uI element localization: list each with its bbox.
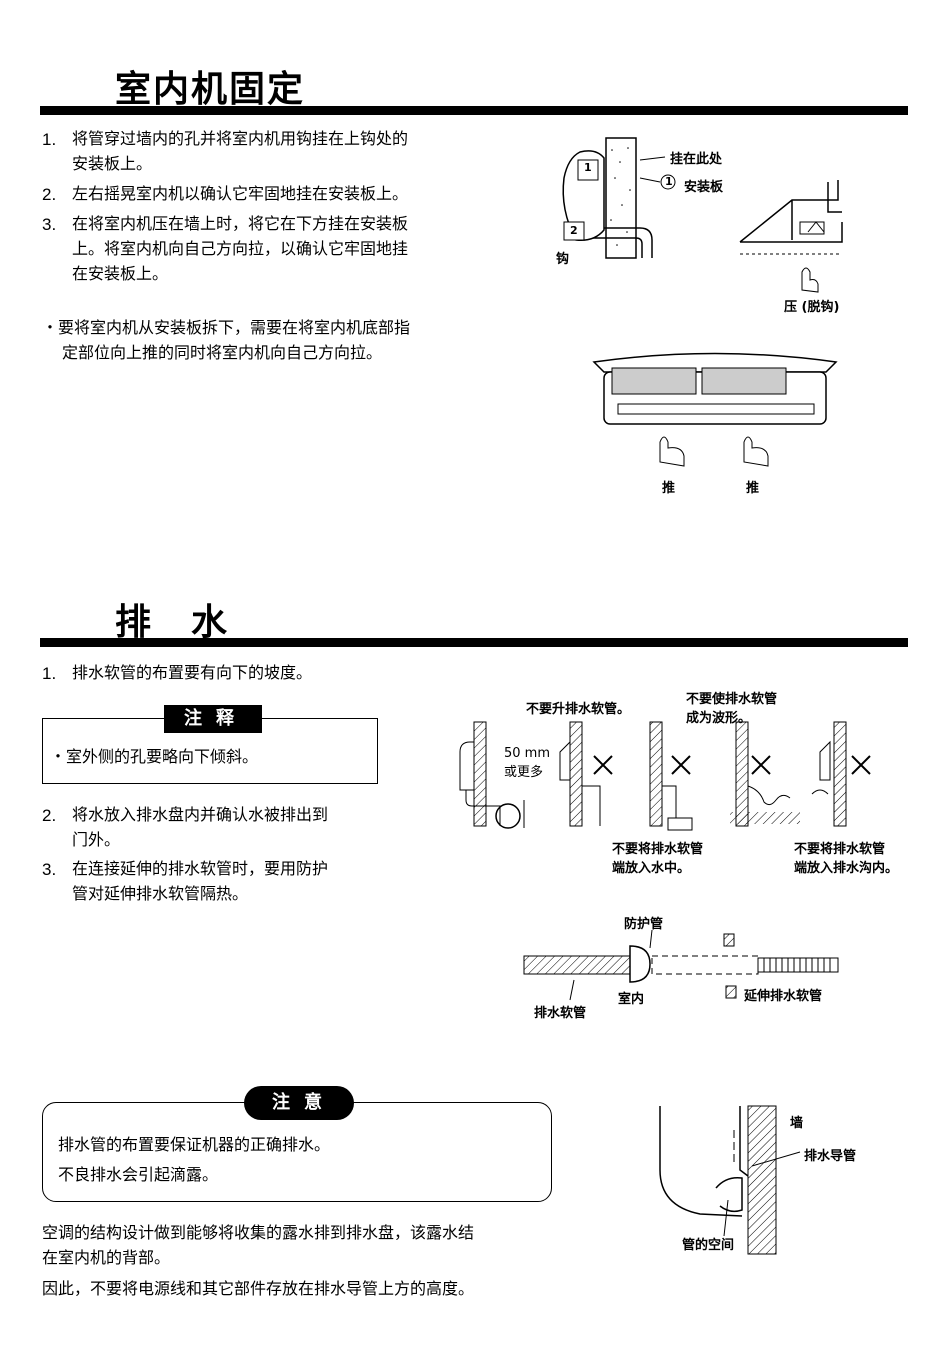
label-line: 不要将排水软管 — [612, 842, 704, 857]
step-2: 2. 左右摇晃室内机以确认它牢固地挂在安装板上。 — [42, 181, 482, 208]
section-title-drainage: 排 水 — [115, 602, 230, 643]
note-text: ・室外侧的孔要略向下倾斜。 — [50, 747, 259, 766]
step-text: 安装板上。 — [72, 154, 153, 173]
note-line: 定部位向上推的同时将室内机向自己方向拉。 — [62, 343, 383, 362]
step-3: 3. 在将室内机压在墙上时，将它在下方挂在安装板 上。将室内机向自己方向拉，以确… — [42, 211, 482, 286]
step-list: 1. 将管穿过墙内的孔并将室内机用钩挂在上钩处的 安装板上。 2. 左右摇晃室内… — [42, 126, 482, 286]
paragraph-line: 空调的结构设计做到能够将收集的露水排到排水盘，该露水结 — [42, 1223, 475, 1242]
label-line: 或更多 — [504, 765, 544, 780]
label-push-right: 推 — [746, 481, 760, 496]
label-line: 不要使排水软管 — [686, 692, 778, 707]
label-no-ditch: 不要将排水软管 端放入排水沟内。 — [794, 838, 898, 876]
section-rule — [40, 638, 908, 647]
step-number: 1. — [42, 130, 57, 149]
step-number: 2. — [42, 806, 57, 825]
label-no-wave: 不要使排水软管 成为波形。 — [686, 688, 777, 726]
caution-line: 排水管的布置要保证机器的正确排水。 — [58, 1135, 331, 1154]
label-protect-pipe: 防护管 — [624, 917, 664, 932]
push-hand-icon-right — [743, 436, 769, 467]
label-step-1: 1 — [584, 161, 592, 174]
label-circle-1: 1 — [665, 175, 673, 188]
section-rule — [40, 106, 908, 115]
caution-tag: 注意 — [244, 1086, 354, 1120]
label-indoor: 室内 — [618, 992, 645, 1007]
indoor-unit-front — [592, 352, 838, 373]
step-text: 左右摇晃室内机以确认它牢固地挂在安装板上。 — [72, 184, 409, 203]
wall-texture — [610, 147, 631, 246]
label-line: 端放入水中。 — [612, 861, 691, 876]
label-ext-hose: 延伸排水软管 — [744, 989, 823, 1004]
label-drain-guide: 排水导管 — [804, 1149, 857, 1164]
label-push-left: 推 — [662, 481, 676, 496]
step-text: 门外。 — [72, 830, 121, 849]
install-plate-detail — [739, 180, 843, 243]
label-press: 压 (脱钩) — [784, 300, 840, 315]
label-drain-hose: 排水软管 — [534, 1006, 587, 1021]
label-line: 50 mm — [504, 746, 551, 761]
step-text: 排水软管的布置要有向下的坡度。 — [72, 663, 313, 682]
label-no-water: 不要将排水软管 端放入水中。 — [612, 838, 703, 876]
x-mark — [671, 755, 691, 775]
label-line: 端放入排水沟内。 — [794, 861, 899, 876]
x-mark — [593, 755, 613, 775]
note-line: ・要将室内机从安装板拆下，需要在将室内机底部指 — [42, 318, 411, 337]
label-line: 成为波形。 — [686, 711, 752, 726]
label-wall: 墙 — [790, 1116, 804, 1131]
step-text: 管对延伸排水软管隔热。 — [72, 884, 249, 903]
paragraph-line: 在室内机的背部。 — [42, 1248, 171, 1267]
label-install-plate: 安装板 — [684, 180, 724, 195]
note-tag: 注释 — [164, 705, 262, 733]
filter-right — [701, 367, 787, 395]
x-mark — [751, 755, 771, 775]
label-hook: 钩 — [556, 252, 570, 267]
label-pipe-space: 管的空间 — [682, 1238, 735, 1253]
bottom-paragraph: 空调的结构设计做到能够将收集的露水排到排水盘，该露水结 在室内机的背部。 因此，… — [42, 1220, 562, 1301]
label-step-2: 2 — [570, 224, 578, 237]
paragraph-line: 因此，不要将电源线和其它部件存放在排水导管上方的高度。 — [42, 1279, 475, 1298]
indoor-unit-side — [659, 1106, 743, 1217]
step-text: 上。将室内机向自己方向拉，以确认它牢固地挂 — [72, 239, 409, 258]
label-hang-here: 挂在此处 — [670, 152, 723, 167]
label-line: 不要将排水软管 — [794, 842, 886, 857]
step-number: 3. — [42, 860, 57, 879]
filter-left — [611, 367, 697, 395]
wall-section — [747, 1105, 777, 1255]
step-number: 1. — [42, 664, 57, 683]
step-text: 将管穿过墙内的孔并将室内机用钩挂在上钩处的 — [72, 129, 409, 148]
step-text: 在安装板上。 — [72, 264, 169, 283]
figure-hang-unit — [562, 137, 843, 467]
caution-line: 不良排水会引起滴露。 — [58, 1165, 219, 1184]
step-text: 在将室内机压在墙上时，将它在下方挂在安装板 — [72, 214, 409, 233]
x-mark — [851, 755, 871, 775]
step-number: 2. — [42, 185, 57, 204]
step-number: 3. — [42, 215, 57, 234]
label-50mm: 50 mm 或更多 — [504, 746, 550, 780]
label-no-raise: 不要升排水软管。 — [526, 702, 631, 717]
section-title-indoor-fixing: 室内机固定 — [115, 69, 306, 110]
push-hand-icon-left — [659, 436, 685, 467]
step-text: 将水放入排水盘内并确认水被排出到 — [72, 805, 329, 824]
removal-note: ・要将室内机从安装板拆下，需要在将室内机底部指 定部位向上推的同时将室内机向自己… — [42, 315, 492, 365]
caution-text: 排水管的布置要保证机器的正确排水。 不良排水会引起滴露。 — [58, 1130, 330, 1190]
step-text: 在连接延伸的排水软管时，要用防护 — [72, 859, 329, 878]
hose-end-circle — [495, 803, 521, 829]
press-hand-icon — [801, 267, 819, 293]
step-1: 1. 将管穿过墙内的孔并将室内机用钩挂在上钩处的 安装板上。 — [42, 126, 482, 176]
